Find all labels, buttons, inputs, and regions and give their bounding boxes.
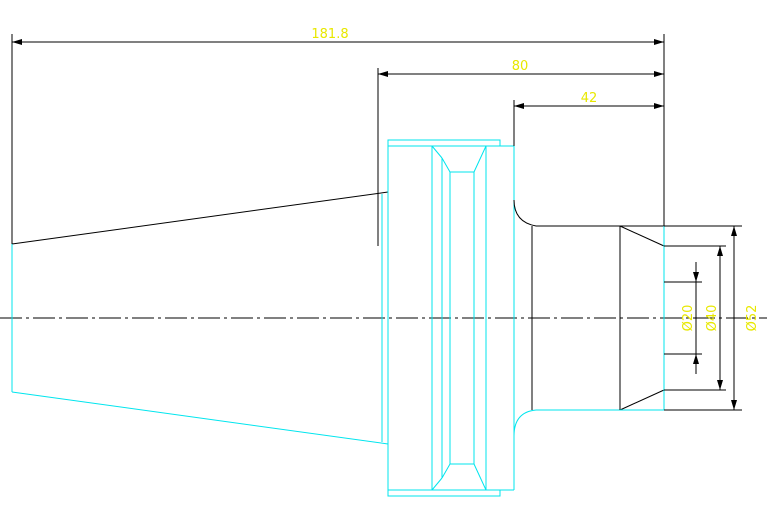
- dim-bore-small: Ø20: [681, 305, 696, 332]
- horizontal-dimensions: [11, 34, 665, 246]
- dim-shoulder-to-end: 42: [581, 91, 598, 106]
- dim-bore-outer: Ø52: [745, 305, 760, 332]
- neck: [513, 199, 664, 437]
- dim-flange-to-end: 80: [512, 59, 529, 74]
- dim-bore-mid: Ø40: [705, 305, 720, 332]
- dim-overall-length: 181.8: [311, 27, 348, 42]
- bore-end: [619, 225, 665, 411]
- vertical-dimensions: [664, 225, 742, 411]
